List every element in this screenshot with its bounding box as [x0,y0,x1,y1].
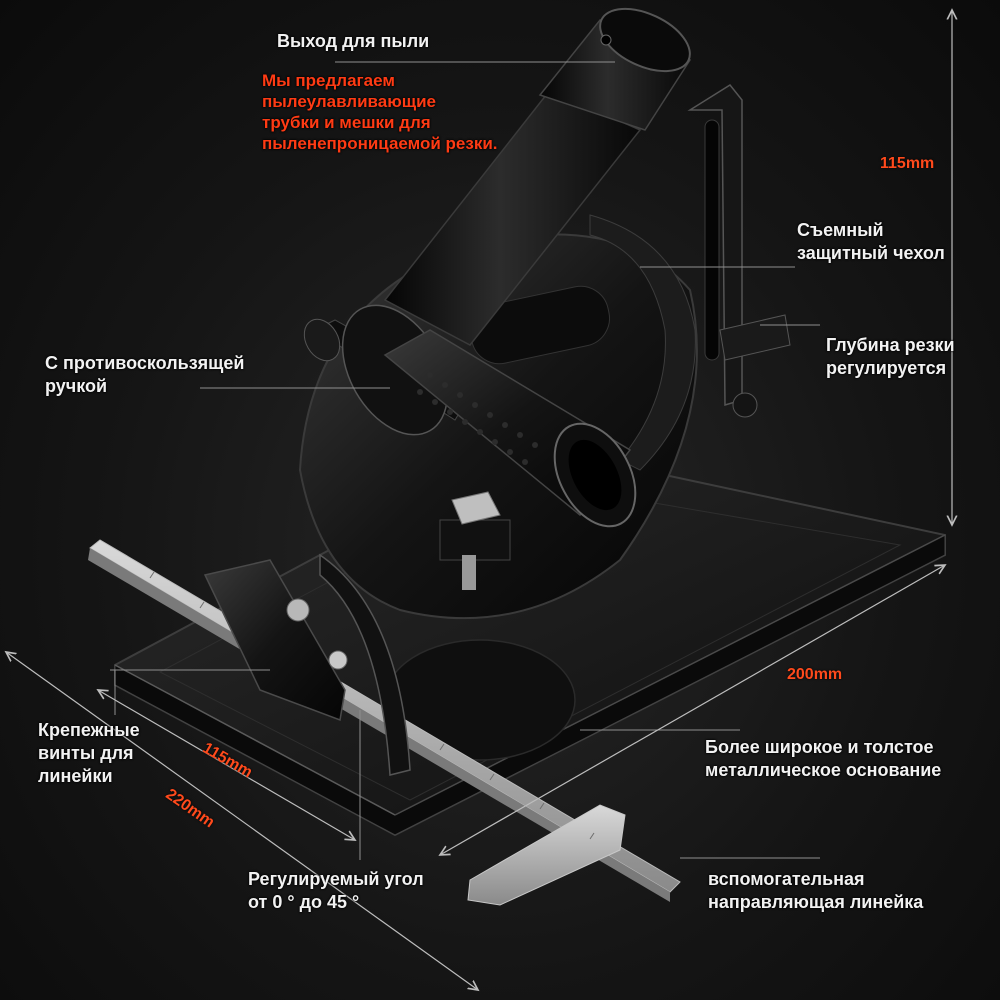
ruler-label: вспомогательная направляющая линейка [708,869,924,912]
depth-label: Глубина резки регулируется [826,335,955,378]
base-label: Более широкое и толстое металлическое ос… [705,737,942,780]
angle-wing-screw [328,650,348,670]
height-dimension: 115mm [880,155,935,172]
depth-bracket [687,84,791,418]
length-dimension-line [440,565,945,855]
angle-label: Регулируемый угол от 0 ° до 45 ° [248,869,424,912]
handle-label: С противоскользящей ручкой [45,353,245,396]
dust-offer-note: Мы предлагаем пылеулавливающие трубки и … [262,71,498,153]
length-dimension: 200mm [787,666,843,683]
mount-screw [439,491,511,590]
outer-width-dimension-line [6,652,478,990]
ruler-screw [286,598,310,622]
screws-label: Крепежные винты для линейки [38,720,140,786]
anti-slip-handle [303,304,637,528]
guard-label: Съемный защитный чехол [797,220,945,263]
dust-outlet-label: Выход для пыли [277,31,430,51]
dust-outlet-tube [383,7,692,346]
